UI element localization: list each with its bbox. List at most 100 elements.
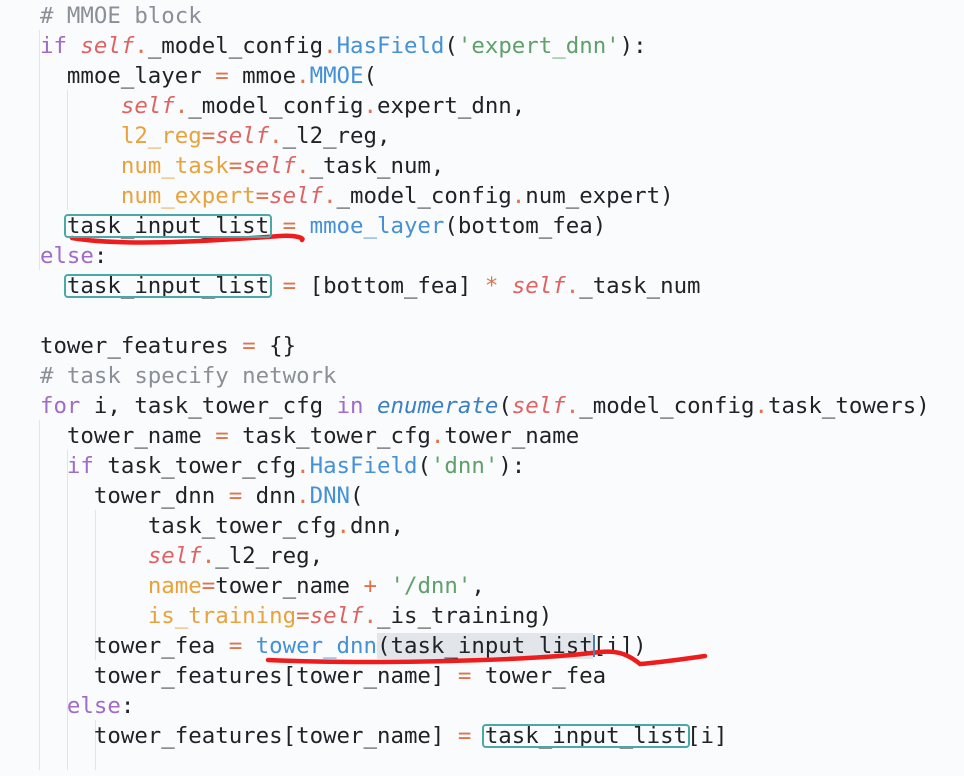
code-token: : [93,243,108,269]
code-token: HasField [309,453,418,479]
code-line[interactable]: if self._model_config.HasField('expert_d… [13,31,647,61]
code-token: task_tower_cfg [147,513,337,539]
code-token: # MMOE block [39,3,202,29]
indent [13,3,40,29]
code-token: if [66,453,94,479]
code-token: ): [498,453,526,479]
code-line[interactable]: tower_features[tower_name] = tower_fea [13,661,606,691]
code-token: * [484,273,499,299]
code-line[interactable]: tower_fea = tower_dnn(task_input_list[i]… [13,631,647,661]
code-token: 'expert_dnn' [457,33,620,59]
code-token: 'dnn' [430,453,499,479]
code-token: . [363,93,377,119]
code-line[interactable]: tower_features = {} [13,331,296,361]
code-token: enumerate [377,393,499,419]
code-line[interactable]: self._model_config.expert_dnn, [13,91,525,121]
indent [13,423,67,449]
code-line[interactable]: num_expert=self._model_config.num_expert… [13,181,674,211]
indent [13,513,148,539]
indent [13,363,40,389]
code-token: [bottom_fea] [296,273,485,299]
code-token: dnn, [350,513,404,539]
indent [13,483,94,509]
code-line[interactable]: # task specify network [13,361,337,391]
indent [13,273,67,299]
code-line[interactable]: else: [13,691,134,721]
code-token: = [228,483,243,509]
code-token: in [336,393,364,419]
code-token: self [215,123,270,149]
code-line[interactable]: for i, task_tower_cfg in enumerate(self.… [13,391,930,421]
code-token: task_towers) [767,393,930,419]
code-token: . [269,123,283,149]
code-line[interactable]: else: [13,241,107,271]
code-token: self [269,183,324,209]
indent [13,693,67,719]
code-token [377,573,390,599]
code-token: num_expert [120,183,256,209]
code-token: = [215,423,229,449]
code-token: task_input_list [390,633,593,659]
code-token: + [363,573,377,599]
code-line[interactable]: task_tower_cfg.dnn, [13,511,404,541]
code-token: [i]) [592,633,647,659]
code-token: {} [255,333,297,359]
code-token: tower_fea [471,663,607,689]
indent-guide [67,90,68,210]
code-line[interactable]: l2_reg=self._l2_reg, [13,121,391,151]
code-token: . [201,543,216,569]
indent [13,573,148,599]
code-token: _l2_reg, [282,123,391,149]
code-token: : [120,693,135,719]
code-token: else [66,693,121,719]
code-token: = [228,153,243,179]
code-token: ): [619,33,647,59]
code-token: _model_config [188,93,364,119]
indent-guide [39,420,40,770]
indent [13,393,40,419]
code-token: '/dnn' [390,573,472,599]
indent-guide [95,510,96,660]
code-token: tower_features[tower_name] [93,723,458,749]
code-token: i, task_tower_cfg [80,393,337,419]
code-token: self [80,33,135,59]
code-line[interactable]: tower_features[tower_name] = task_input_… [13,721,728,751]
code-line[interactable]: # MMOE block [13,1,202,31]
code-token: _is_training) [377,603,553,629]
code-token: . [323,183,337,209]
code-token: mmoe [228,63,297,89]
code-line[interactable]: tower_dnn = dnn.DNN( [13,481,364,511]
code-token: task_tower_cfg [93,453,297,479]
code-token: . [565,393,580,419]
code-line[interactable]: task_input_list = [bottom_fea] * self._t… [13,271,701,301]
code-line[interactable]: mmoe_layer = mmoe.MMOE( [13,61,377,91]
code-token [296,213,309,239]
indent-guide [95,720,96,770]
code-token: if [39,33,81,59]
code-token: tower_name [215,573,364,599]
code-line[interactable]: if task_tower_cfg.HasField('dnn'): [13,451,525,481]
code-token: dnn [242,483,297,509]
indent [13,543,148,569]
code-line[interactable]: self._l2_reg, [13,541,323,571]
code-token: is_training [147,603,297,629]
code-token: mmoe_layer [309,213,445,239]
code-token: self [511,273,566,299]
code-token: self [309,603,364,629]
code-token: _task_num, [309,153,445,179]
code-token: (bottom_fea) [444,213,607,239]
code-token: = [201,573,216,599]
code-token: . [336,513,351,539]
code-line[interactable]: num_task=self._task_num, [13,151,445,181]
code-line[interactable]: is_training=self._is_training) [13,601,552,631]
indent [13,603,148,629]
code-token: mmoe_layer [66,63,216,89]
code-line[interactable]: tower_name = task_tower_cfg.tower_name [13,421,579,451]
code-token: name [147,573,202,599]
code-line[interactable]: name=tower_name + '/dnn', [13,571,485,601]
code-token: = [242,333,256,359]
code-token: , [471,573,485,599]
code-token: num_expert) [525,183,674,209]
code-token: = [457,663,472,689]
